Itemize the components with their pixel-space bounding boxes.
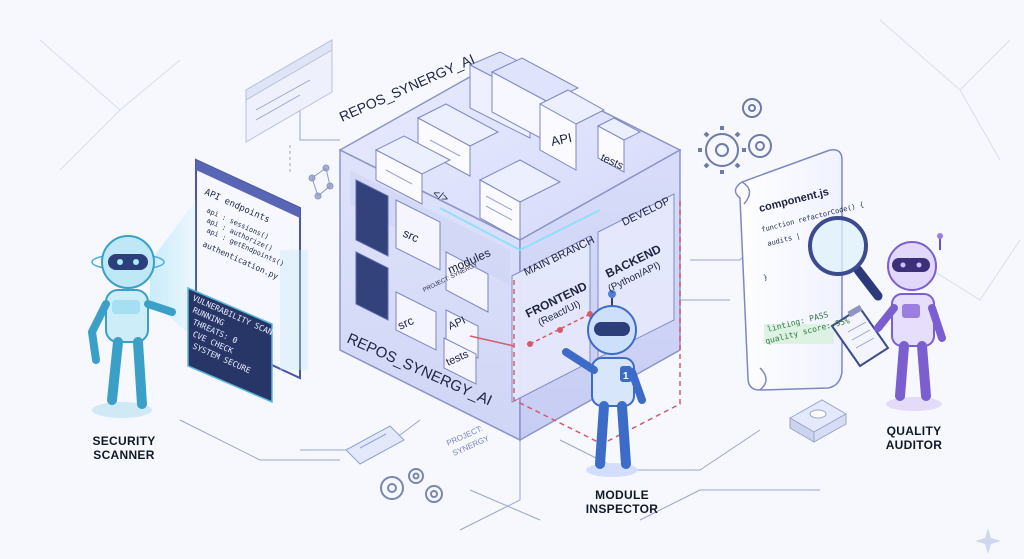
card-label-api: API: [550, 130, 574, 149]
security-scanner-caption-line-2: SCANNER: [93, 448, 155, 462]
quality-auditor-caption-line-2: AUDITOR: [885, 438, 943, 452]
inspector-badge: 1: [623, 371, 629, 382]
folder-label-src: src: [401, 226, 421, 245]
card-label-code: </>: [431, 188, 450, 205]
clipboard-icon: [830, 304, 890, 368]
magnifier-icon: [808, 216, 883, 301]
security-scanner-caption-line-1: SECURITY: [92, 434, 156, 448]
repository-cube: [338, 51, 682, 445]
floating-doc-card: [345, 425, 405, 465]
folder-label-src-2: src: [396, 313, 416, 332]
stacked-code-cards: [374, 51, 642, 241]
quality-auditor-caption: QUALITY AUDITOR: [874, 424, 954, 452]
lint-highlight: [764, 324, 834, 344]
background-network: [39, 19, 1021, 301]
security-scanner-caption: SECURITY SCANNER: [84, 434, 164, 462]
module-inspector-caption-line-2: INSPECTOR: [585, 502, 659, 516]
security-scanner-robot: [87, 235, 176, 418]
network-node-cluster: [308, 164, 334, 200]
code-scroll: [734, 148, 843, 391]
module-inspector-caption: MODULE INSPECTOR: [576, 488, 668, 516]
scan-glow: [280, 250, 308, 370]
floating-window-card: [245, 39, 333, 175]
inner-panels: [355, 179, 489, 385]
sparkle-icon: [975, 528, 1001, 554]
gear-cluster-top: [698, 98, 772, 174]
gear-cluster-bottom: [380, 468, 443, 503]
module-inspector-robot: [562, 290, 646, 477]
module-inspector-caption-line-1: MODULE: [595, 488, 649, 502]
scan-panel-bg: [187, 286, 273, 404]
quality-auditor-caption-line-1: QUALITY: [886, 424, 942, 438]
cloud-chip: [788, 399, 848, 443]
quality-auditor-robot: [874, 233, 946, 411]
code-line-3: }: [763, 273, 769, 282]
